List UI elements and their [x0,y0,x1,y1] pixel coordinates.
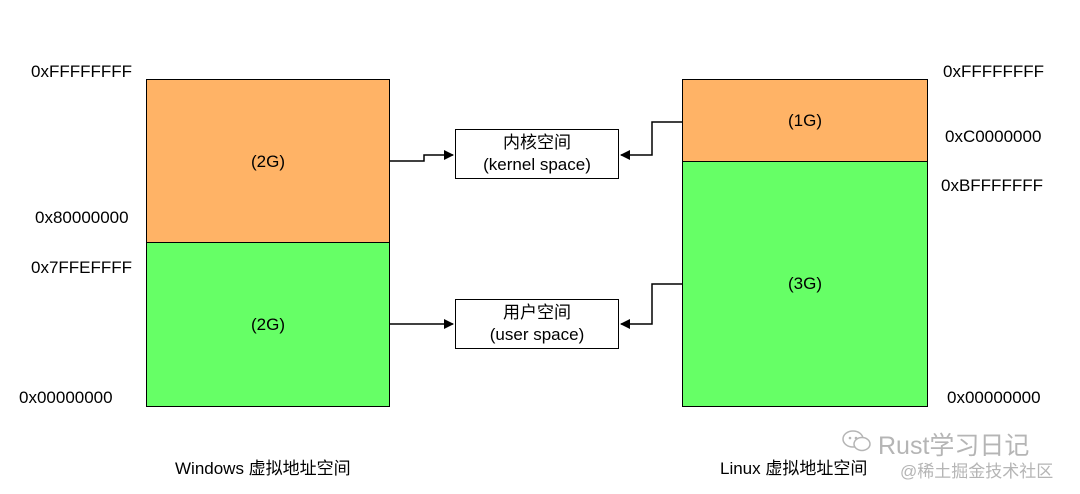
kernel-space-subtitle: (kernel space) [483,155,591,174]
linux-split-high-address: 0xC0000000 [945,127,1042,146]
linux-bottom-address: 0x00000000 [947,388,1041,407]
watermark-logo-icon [842,428,872,459]
kernel-space-box: 内核空间 (kernel space) [455,129,619,179]
linux-kernel-arrow [620,121,682,160]
linux-user-block: (3G) [682,161,928,407]
linux-top-address: 0xFFFFFFFF [943,62,1045,81]
user-space-subtitle: (user space) [489,325,585,344]
windows-kernel-block: (2G) [146,79,390,244]
linux-kernel-size: (1G) [788,111,822,130]
windows-user-size: (2G) [251,314,285,334]
watermark-title: Rust学习日记 [878,432,1030,460]
user-space-box: 用户空间 (user space) [455,299,619,349]
watermark-subtitle: @稀土掘金技术社区 [900,462,1054,481]
windows-caption: Windows 虚拟地址空间 [175,459,351,478]
windows-kernel-size: (2G) [251,151,285,171]
windows-split-high-address: 0x80000000 [35,208,129,227]
kernel-space-title: 内核空间 [503,133,571,152]
windows-split-low-address: 0x7FFEFFFF [31,258,133,277]
user-space-title: 用户空间 [503,303,571,322]
linux-caption: Linux 虚拟地址空间 [720,459,868,478]
linux-kernel-block: (1G) [682,79,928,163]
windows-bottom-address: 0x00000000 [19,388,113,407]
windows-kernel-arrow [390,150,454,162]
linux-user-arrow [620,283,682,329]
linux-user-size: (3G) [788,274,822,293]
windows-top-address: 0xFFFFFFFF [31,62,133,81]
linux-split-low-address: 0xBFFFFFFF [941,176,1043,195]
windows-user-block: (2G) [146,242,390,407]
